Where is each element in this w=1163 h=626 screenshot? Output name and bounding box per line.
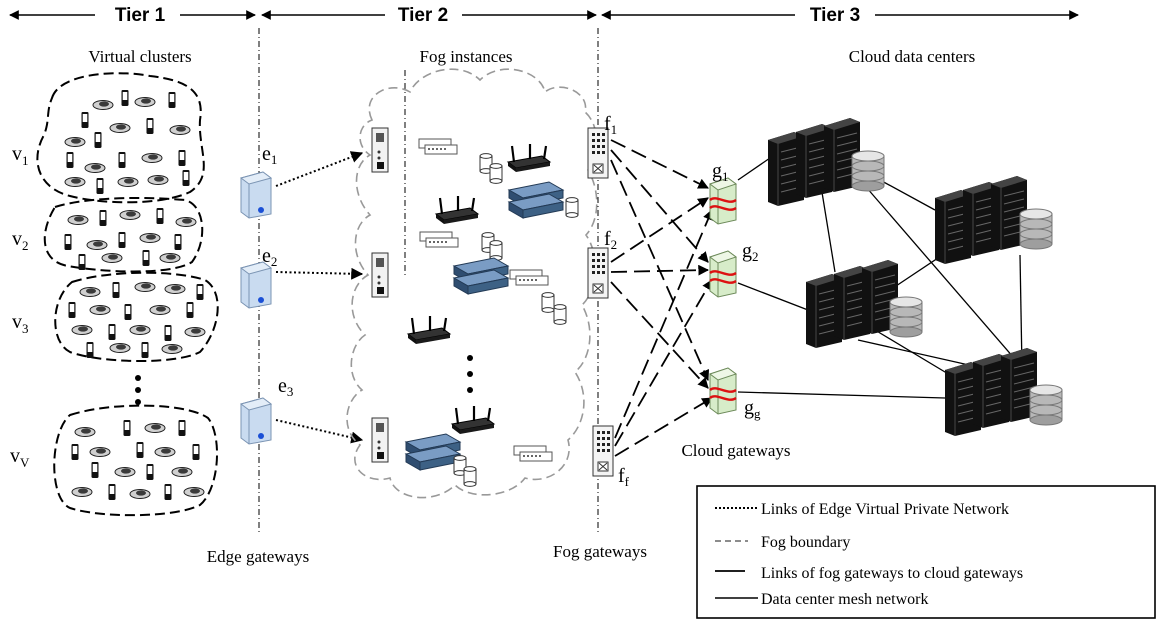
- fog-gateways: f1 f2 ff: [587, 113, 630, 489]
- legend: Links of Edge Virtual Private Network Fo…: [696, 485, 1156, 619]
- cluster-v1-boundary: [36, 72, 205, 204]
- fog-access-device-2: [371, 252, 389, 298]
- cloud-gateways-label: Cloud gateways: [681, 441, 790, 460]
- fog-label-f1: f1: [604, 113, 617, 137]
- legend-label-evpn: Links of Edge Virtual Private Network: [761, 501, 1009, 518]
- edge-gateways-label: Edge gateways: [207, 547, 309, 566]
- cluster-ellipsis: [135, 375, 141, 381]
- tier-header: Tier 1 Tier 2 Tier 3: [9, 5, 1079, 26]
- cloud-data-centers: [767, 117, 1063, 437]
- edge-gateway-e3: [240, 397, 272, 445]
- cloud-label-g2: g2: [742, 240, 759, 264]
- tier-2-label: Tier 2: [398, 5, 448, 26]
- cloud-label-gg: gg: [744, 397, 761, 421]
- fog-cloud-links: [610, 139, 714, 457]
- cluster-labels: v1 v2 v3 vV: [10, 143, 30, 470]
- cluster-label-vV: vV: [10, 445, 30, 470]
- fog-instances: [371, 127, 579, 487]
- cluster-label-v2: v2: [12, 228, 29, 253]
- tier-3-label: Tier 3: [810, 5, 860, 26]
- cloud-data-centers-label: Cloud data centers: [849, 47, 976, 66]
- legend-label-fog-boundary: Fog boundary: [761, 534, 850, 551]
- cluster-v3-boundary: [54, 271, 219, 362]
- fog-access-device-1: [371, 127, 389, 173]
- fog-label-ff: ff: [618, 465, 630, 489]
- virtual-clusters: [36, 72, 219, 517]
- legend-item-dashed: Fog boundary: [715, 534, 850, 551]
- data-center-4: [944, 347, 1063, 437]
- edge-vpn-links: [275, 151, 364, 444]
- data-center-1: [767, 117, 885, 207]
- edge-gateways: e1 e2 e3: [240, 143, 293, 445]
- cloud-gateway-gg: [708, 366, 738, 416]
- fog-access-device-3: [371, 417, 389, 463]
- legend-item-dotted: Links of Edge Virtual Private Network: [715, 501, 1009, 518]
- fog-gateway-f2: [587, 247, 609, 299]
- cluster-vV-boundary: [53, 404, 218, 517]
- legend-label-fog-cloud-links: Links of fog gateways to cloud gateways: [761, 565, 1023, 582]
- fog-ellipsis: [467, 355, 473, 361]
- data-center-2: [934, 175, 1053, 265]
- legend-item-solid: Data center mesh network: [715, 591, 928, 608]
- edge-label-e3: e3: [278, 375, 293, 399]
- cluster-v2-boundary: [43, 197, 204, 273]
- fog-boundary: [346, 68, 598, 499]
- cloud-gateway-g1: [708, 176, 738, 226]
- edge-label-e1: e1: [262, 143, 277, 167]
- fog-gateways-label: Fog gateways: [553, 542, 647, 561]
- data-center-3: [805, 259, 923, 349]
- cloud-gateway-g2: [708, 249, 738, 299]
- fog-label-f2: f2: [604, 228, 617, 252]
- cloud-gateways: g1 g2 gg: [708, 160, 761, 421]
- legend-item-long-dash: Links of fog gateways to cloud gateways: [715, 565, 1023, 582]
- cluster-devices: [64, 90, 206, 500]
- cluster-label-v3: v3: [12, 311, 29, 336]
- cluster-label-v1: v1: [12, 143, 29, 168]
- legend-box: [696, 485, 1156, 619]
- tier-1-label: Tier 1: [115, 5, 166, 26]
- fog-gateway-ff: [592, 425, 614, 477]
- legend-label-dc-mesh: Data center mesh network: [761, 591, 928, 608]
- fog-gateway-f1: [587, 127, 609, 179]
- tier-dividers: [258, 28, 599, 535]
- cloud-label-g1: g1: [712, 160, 729, 184]
- virtual-clusters-label: Virtual clusters: [88, 47, 191, 66]
- fog-instances-label: Fog instances: [419, 47, 512, 66]
- edge-label-e2: e2: [262, 245, 277, 269]
- edge-gateway-e1: [240, 171, 272, 219]
- edge-gateway-e2: [240, 261, 272, 309]
